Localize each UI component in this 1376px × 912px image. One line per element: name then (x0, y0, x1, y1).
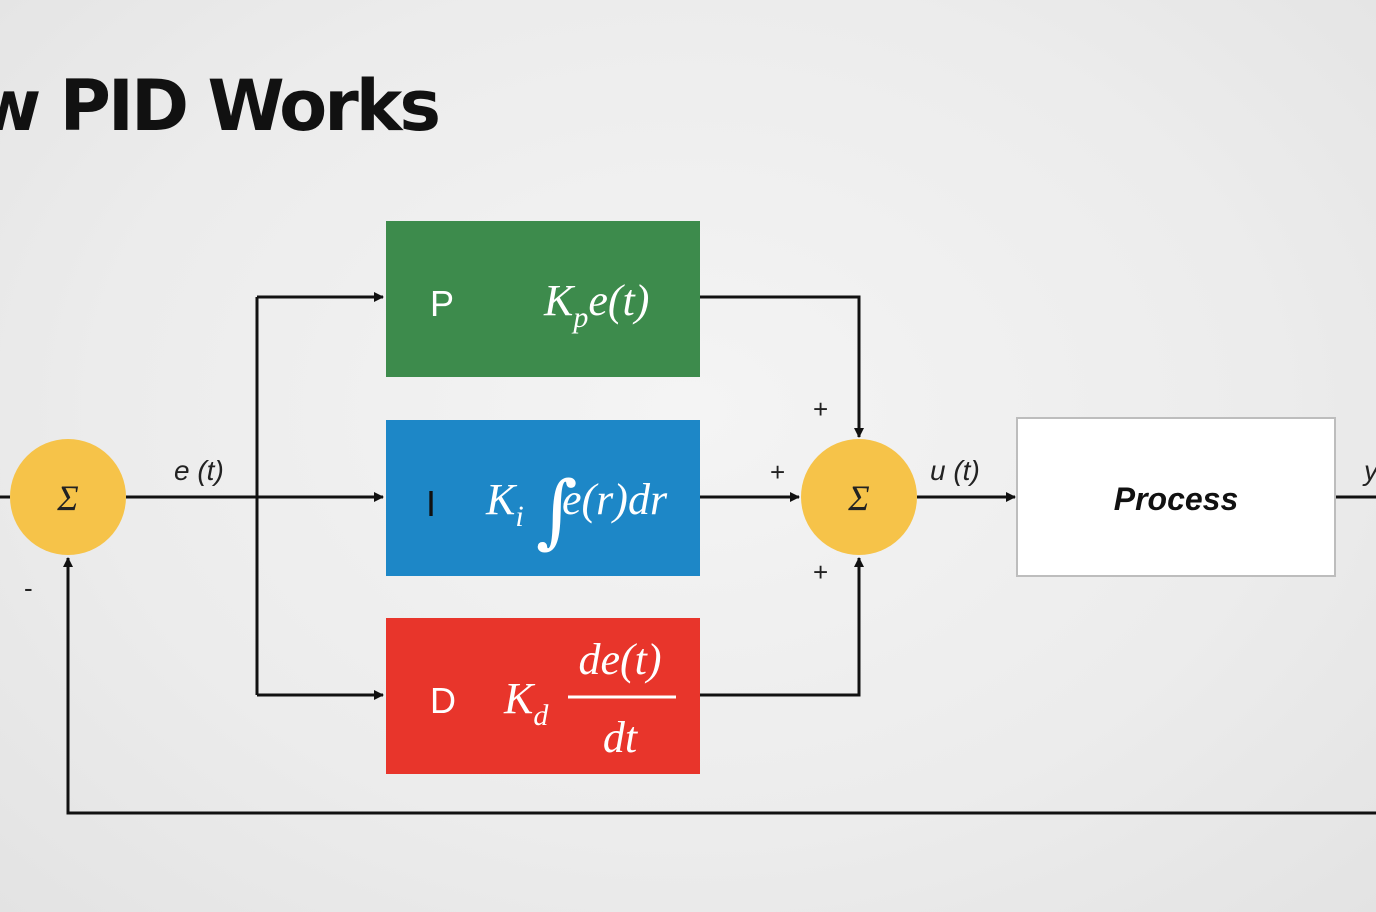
summing-junction-2: Σ (801, 439, 917, 555)
d-gain: K (503, 674, 536, 723)
signal-lines (0, 292, 1376, 815)
d-output-arrow (700, 557, 864, 697)
p-expr: e(t) (588, 276, 649, 325)
sum-symbol-2: Σ (847, 478, 869, 518)
d-gain-sub: d (533, 699, 549, 732)
p-gain: K (543, 276, 576, 325)
d-block: D Kd de(t) dt (386, 618, 700, 774)
process-block: Process (1016, 417, 1336, 577)
d-numerator: de(t) (578, 635, 661, 684)
sum-symbol-1: Σ (56, 478, 78, 518)
i-expr: e(r)dr (562, 475, 668, 524)
plus-bottom: + (813, 557, 828, 587)
error-label: e (t) (174, 455, 224, 486)
p-gain-sub: p (571, 301, 588, 334)
page-title: How PID Works (0, 65, 441, 147)
svg-text:Kpe(t): Kpe(t) (543, 276, 649, 334)
plus-left: + (770, 457, 785, 487)
i-block: I Ki ∫ e(r)dr (386, 420, 700, 576)
i-gain: K (485, 475, 518, 524)
feedback-arrow (63, 557, 1376, 815)
summing-junction-1: Σ (10, 439, 126, 555)
svg-text:Ki: Ki (485, 475, 524, 533)
plus-top: + (813, 394, 828, 424)
p-letter: P (430, 283, 454, 324)
minus-sign: - (24, 573, 33, 603)
process-label: Process (1114, 481, 1239, 517)
p-block: P Kpe(t) (386, 221, 700, 377)
control-label: u (t) (930, 455, 980, 486)
p-output-arrow (700, 295, 864, 438)
i-gain-sub: i (515, 500, 523, 533)
svg-text:Kd: Kd (503, 674, 549, 732)
integral-sign: ∫ (536, 464, 578, 557)
i-letter: I (426, 483, 436, 524)
d-denominator: dt (603, 713, 639, 762)
output-label: y (1362, 455, 1376, 486)
d-letter: D (430, 680, 456, 721)
